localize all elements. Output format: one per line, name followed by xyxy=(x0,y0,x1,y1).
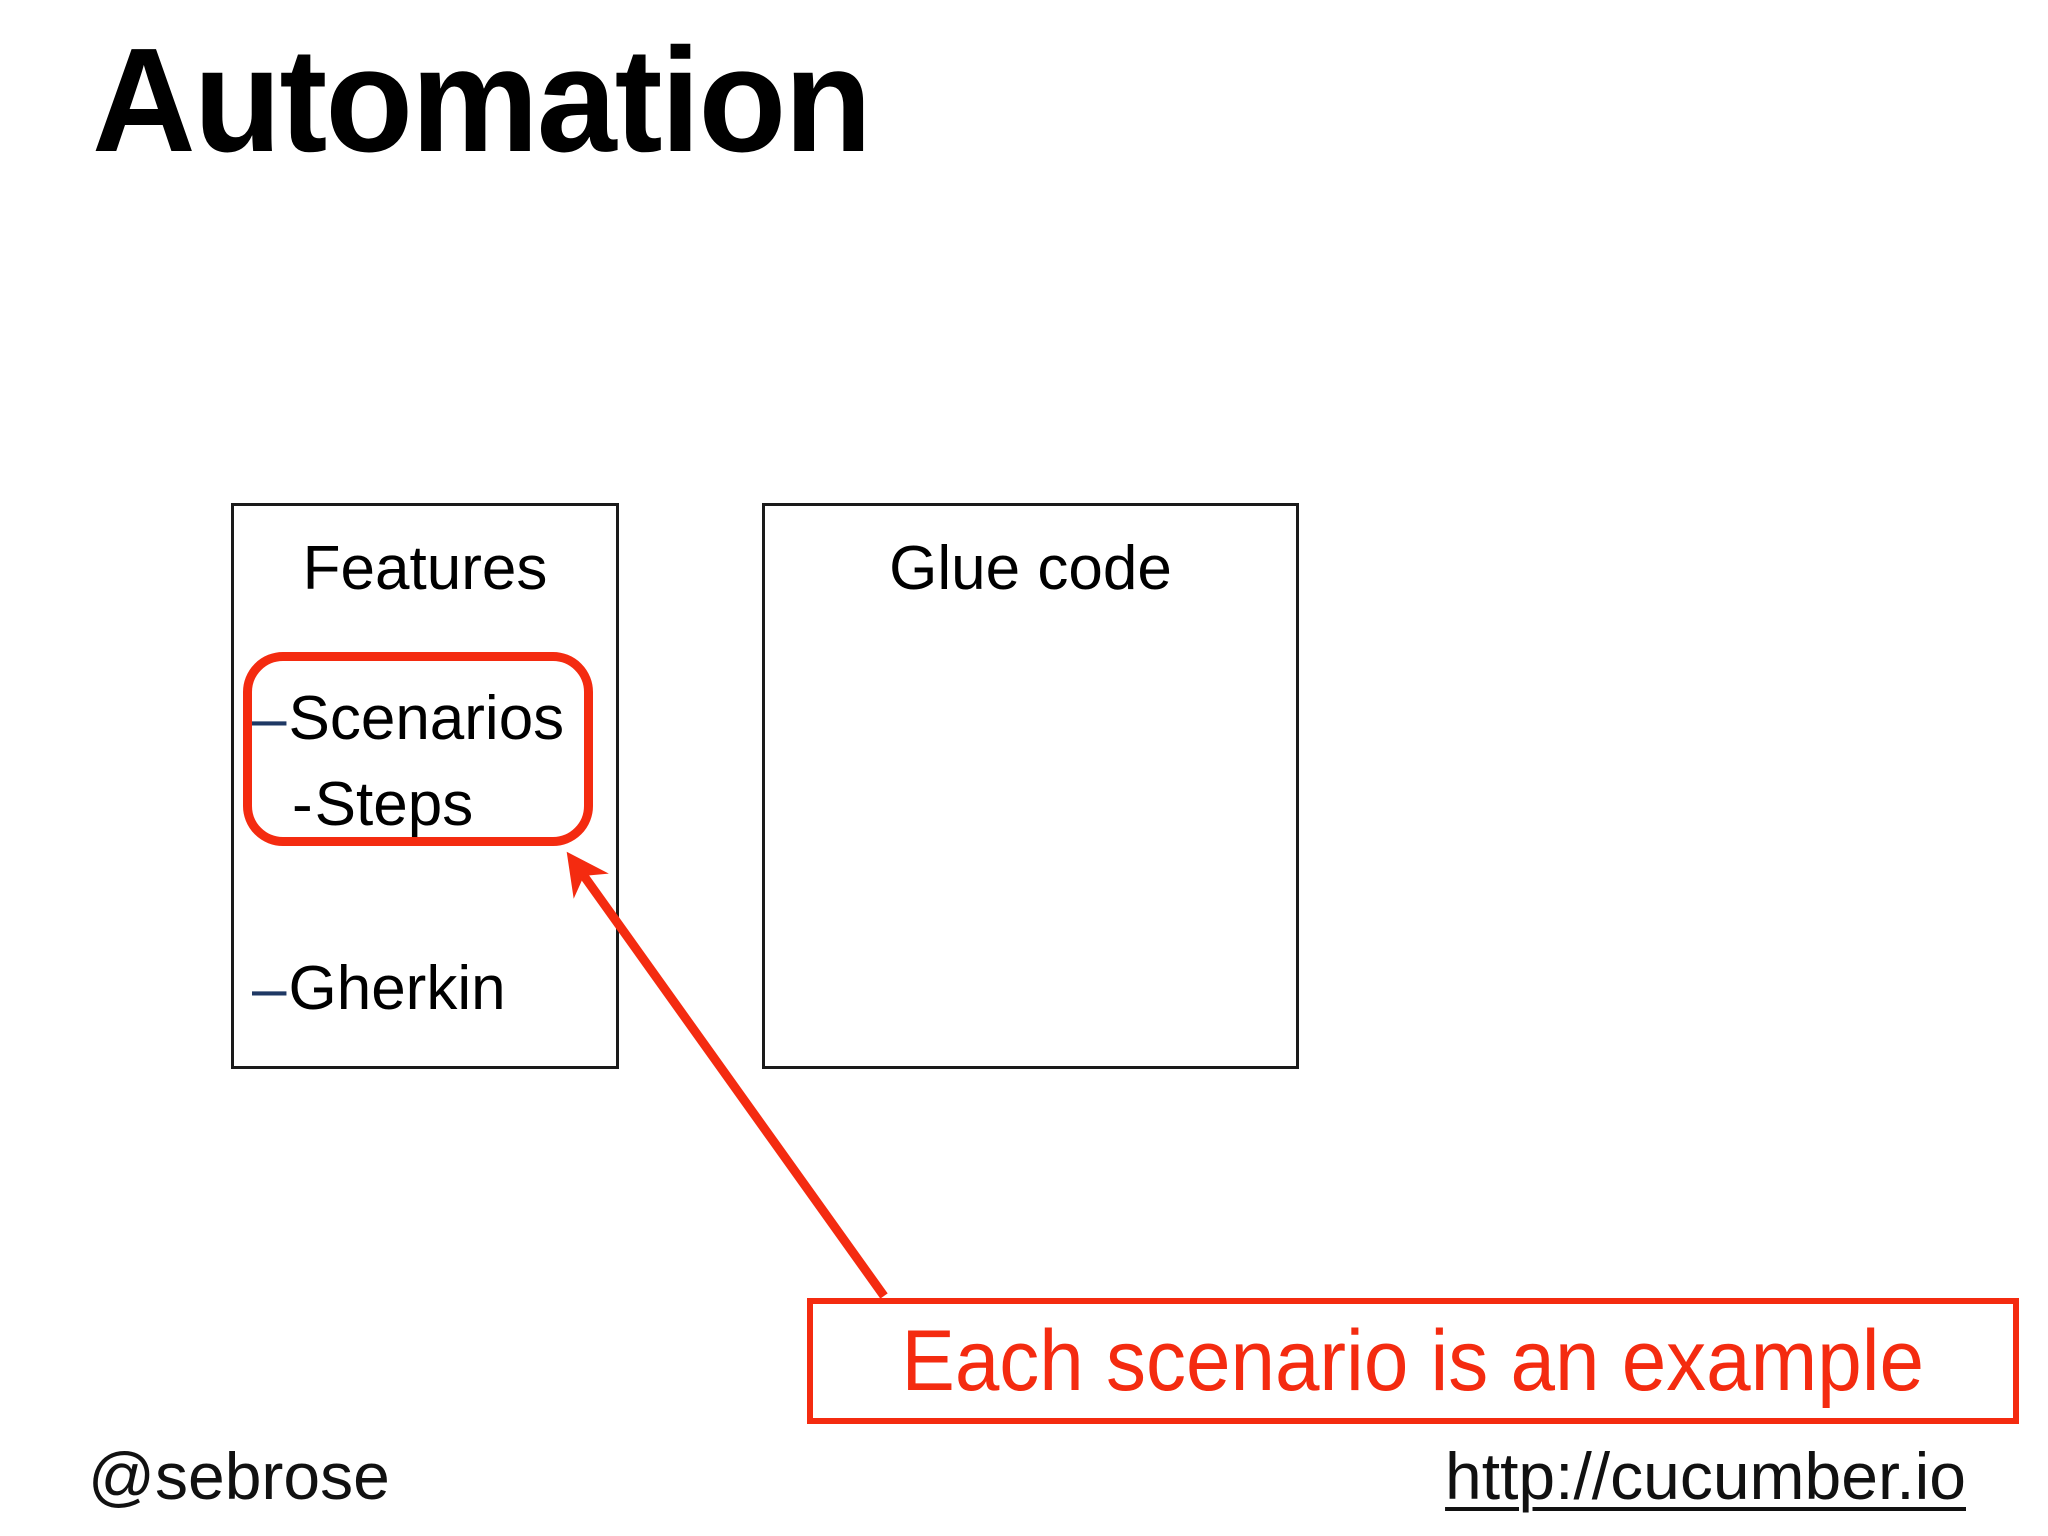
list-item-steps: - Steps xyxy=(292,774,473,836)
dash-bullet-icon: - xyxy=(292,770,313,839)
list-item-gherkin: – Gherkin xyxy=(252,958,506,1020)
features-box-title: Features xyxy=(302,534,548,603)
glue-code-box-title: Glue code xyxy=(889,534,1172,603)
callout-text: Each scenario is an example xyxy=(901,1313,1925,1409)
page-title: Automation xyxy=(92,18,872,183)
list-item-label: Scenarios xyxy=(288,684,565,753)
dash-bullet-icon: – xyxy=(252,684,287,753)
list-item-label: Gherkin xyxy=(288,954,506,1023)
dash-bullet-icon: – xyxy=(252,954,287,1023)
features-box: Features – Scenarios - Steps – Gherkin xyxy=(231,503,619,1069)
glue-code-box: Glue code xyxy=(762,503,1299,1069)
list-item-label: Steps xyxy=(314,770,474,839)
callout-box: Each scenario is an example xyxy=(807,1298,2019,1424)
list-item-scenarios: – Scenarios xyxy=(252,688,564,750)
footer-url-link[interactable]: http://cucumber.io xyxy=(1445,1439,1966,1513)
footer-handle: @sebrose xyxy=(88,1439,390,1513)
